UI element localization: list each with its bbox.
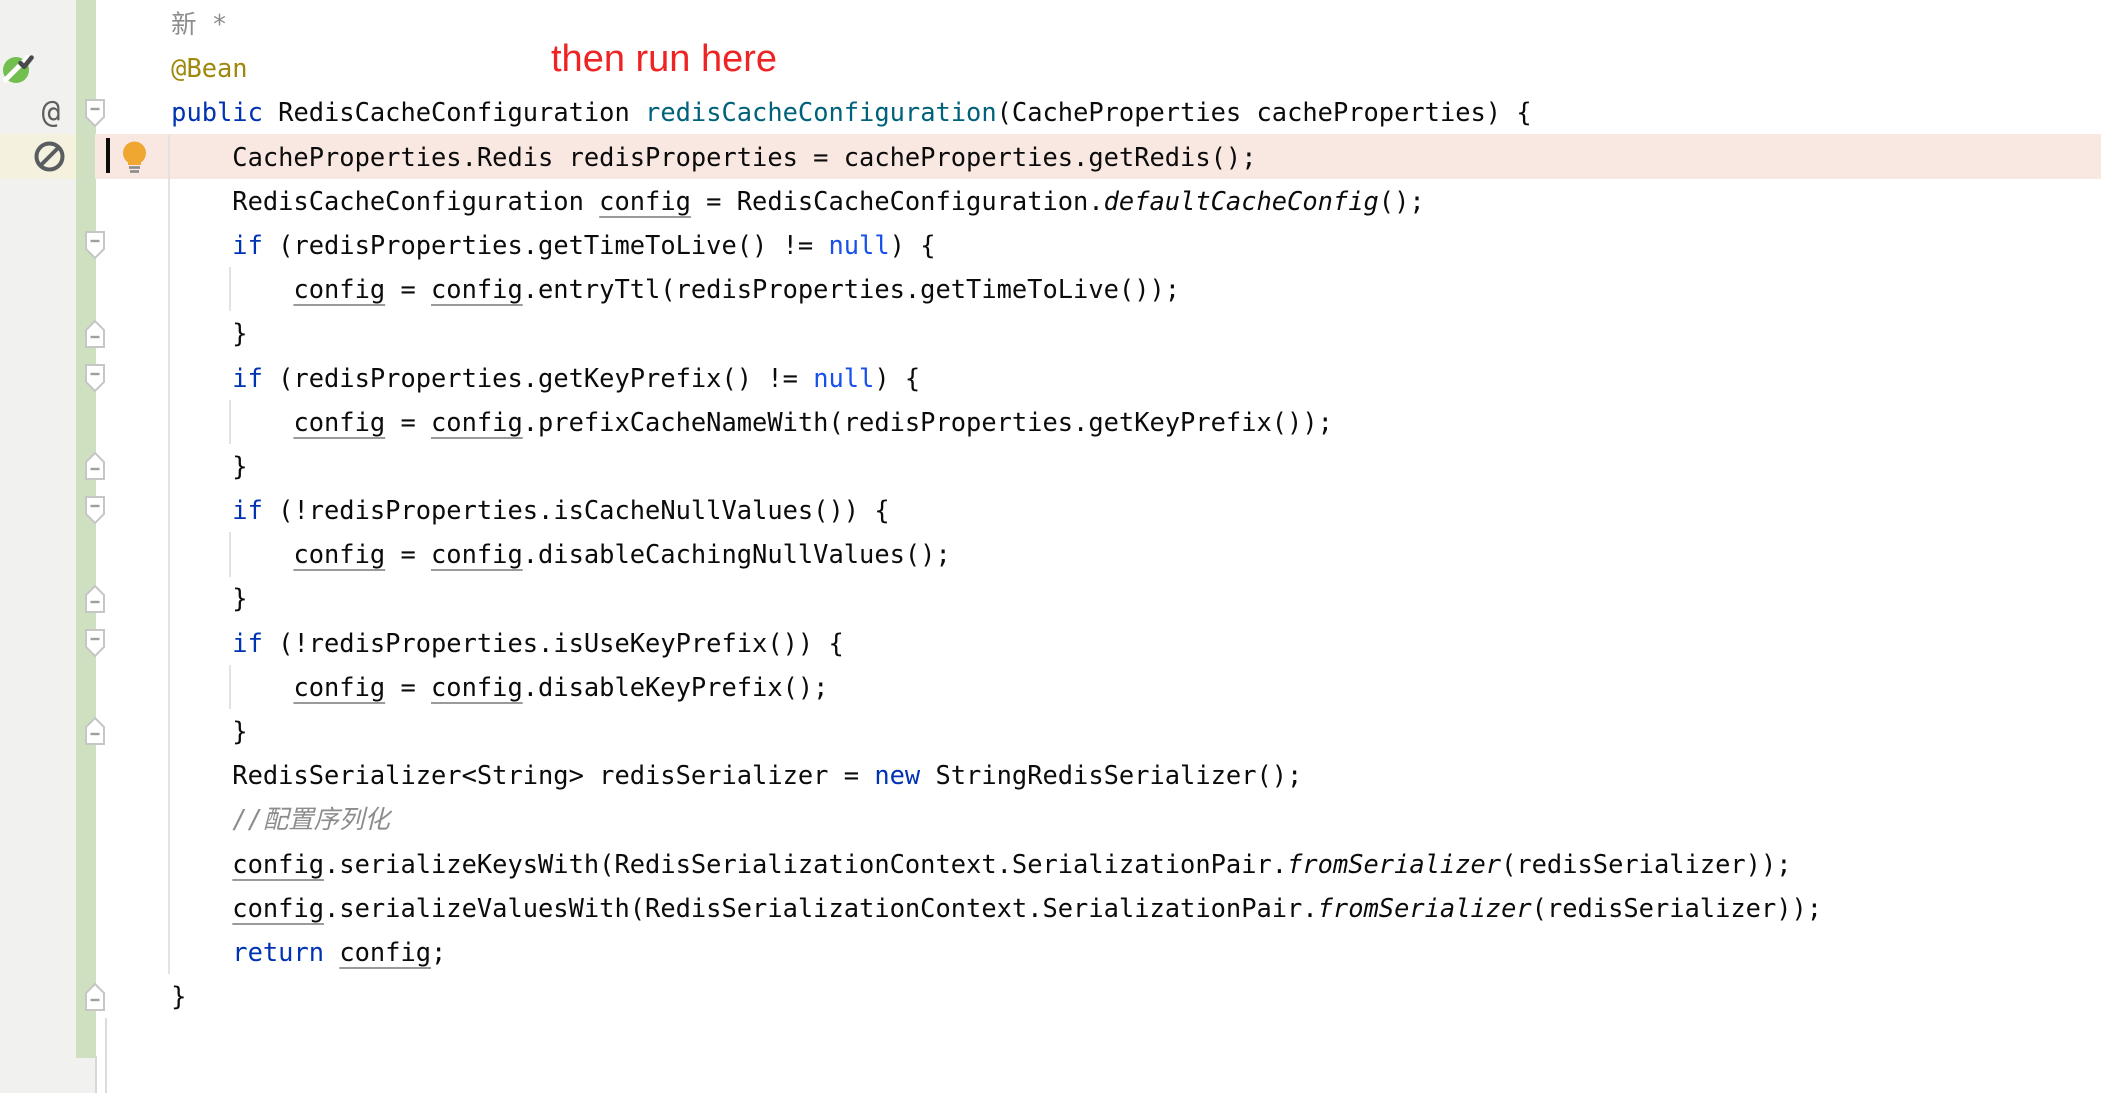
code-line[interactable]: RedisSerializer<String> redisSerializer … bbox=[110, 760, 1303, 791]
inspections-passed-icon[interactable] bbox=[3, 53, 35, 85]
code-line[interactable]: } bbox=[110, 981, 187, 1012]
fold-region-start-icon[interactable] bbox=[84, 495, 106, 525]
intention-bulb-icon[interactable] bbox=[121, 141, 149, 175]
code-line[interactable]: //配置序列化 bbox=[232, 804, 390, 835]
code-line[interactable]: RedisCacheConfiguration config = RedisCa… bbox=[110, 185, 1425, 216]
code-line[interactable]: public RedisCacheConfiguration redisCach… bbox=[171, 97, 1532, 128]
code-line[interactable]: config = config.entryTtl(redisProperties… bbox=[293, 274, 1181, 305]
code-line[interactable]: } bbox=[110, 583, 248, 614]
run-here-annotation: then run here bbox=[551, 38, 778, 80]
code-line[interactable]: config = config.disableKeyPrefix(); bbox=[293, 671, 829, 702]
block-indent-guide bbox=[229, 399, 232, 444]
code-line[interactable]: if (redisProperties.getKeyPrefix() != nu… bbox=[232, 362, 921, 393]
fold-region-start-icon[interactable] bbox=[84, 98, 106, 128]
code-line[interactable]: CacheProperties.Redis redisProperties = … bbox=[110, 141, 1257, 172]
fold-region-end-icon[interactable] bbox=[84, 451, 106, 481]
no-inspection-icon[interactable] bbox=[34, 141, 65, 172]
code-line[interactable]: @Bean bbox=[171, 53, 248, 84]
code-line[interactable]: config.serializeKeysWith(RedisSerializat… bbox=[232, 848, 1792, 879]
gutter-border-line bbox=[95, 1056, 97, 1093]
code-line[interactable]: config = config.disableCachingNullValues… bbox=[293, 539, 951, 570]
text-caret bbox=[106, 138, 110, 173]
code-area[interactable]: 新 * @Bean public RedisCacheConfiguration… bbox=[110, 2, 1822, 1018]
fold-region-end-icon[interactable] bbox=[84, 584, 106, 614]
fold-region-start-icon[interactable] bbox=[84, 628, 106, 658]
fold-region-start-icon[interactable] bbox=[84, 230, 106, 260]
code-line[interactable]: config = config.prefixCacheNameWith(redi… bbox=[293, 406, 1333, 437]
class-indent-guide bbox=[105, 1018, 107, 1093]
code-line[interactable]: if (redisProperties.getTimeToLive() != n… bbox=[232, 229, 936, 260]
method-indent-guide bbox=[168, 134, 171, 975]
current-line-highlight bbox=[95, 134, 2101, 179]
code-line[interactable]: if (!redisProperties.isCacheNullValues()… bbox=[232, 495, 890, 526]
code-line[interactable]: return config; bbox=[232, 936, 447, 967]
annotation-at-icon[interactable]: @ bbox=[41, 94, 61, 130]
code-line[interactable]: } bbox=[110, 450, 248, 481]
code-line[interactable]: } bbox=[110, 716, 248, 746]
fold-region-end-icon[interactable] bbox=[84, 319, 106, 349]
block-indent-guide bbox=[229, 267, 232, 312]
vcs-added-change-bar[interactable] bbox=[76, 0, 96, 1058]
code-line[interactable]: } bbox=[110, 318, 248, 349]
block-indent-guide bbox=[229, 665, 232, 710]
code-line[interactable]: 新 * bbox=[110, 9, 228, 39]
code-line[interactable]: if (!redisProperties.isUseKeyPrefix()) { bbox=[232, 627, 844, 658]
fold-region-end-icon[interactable] bbox=[84, 982, 106, 1012]
block-indent-guide bbox=[229, 532, 232, 577]
code-line[interactable]: config.serializeValuesWith(RedisSerializ… bbox=[232, 892, 1823, 923]
fold-region-end-icon[interactable] bbox=[84, 716, 106, 746]
fold-region-start-icon[interactable] bbox=[84, 363, 106, 393]
